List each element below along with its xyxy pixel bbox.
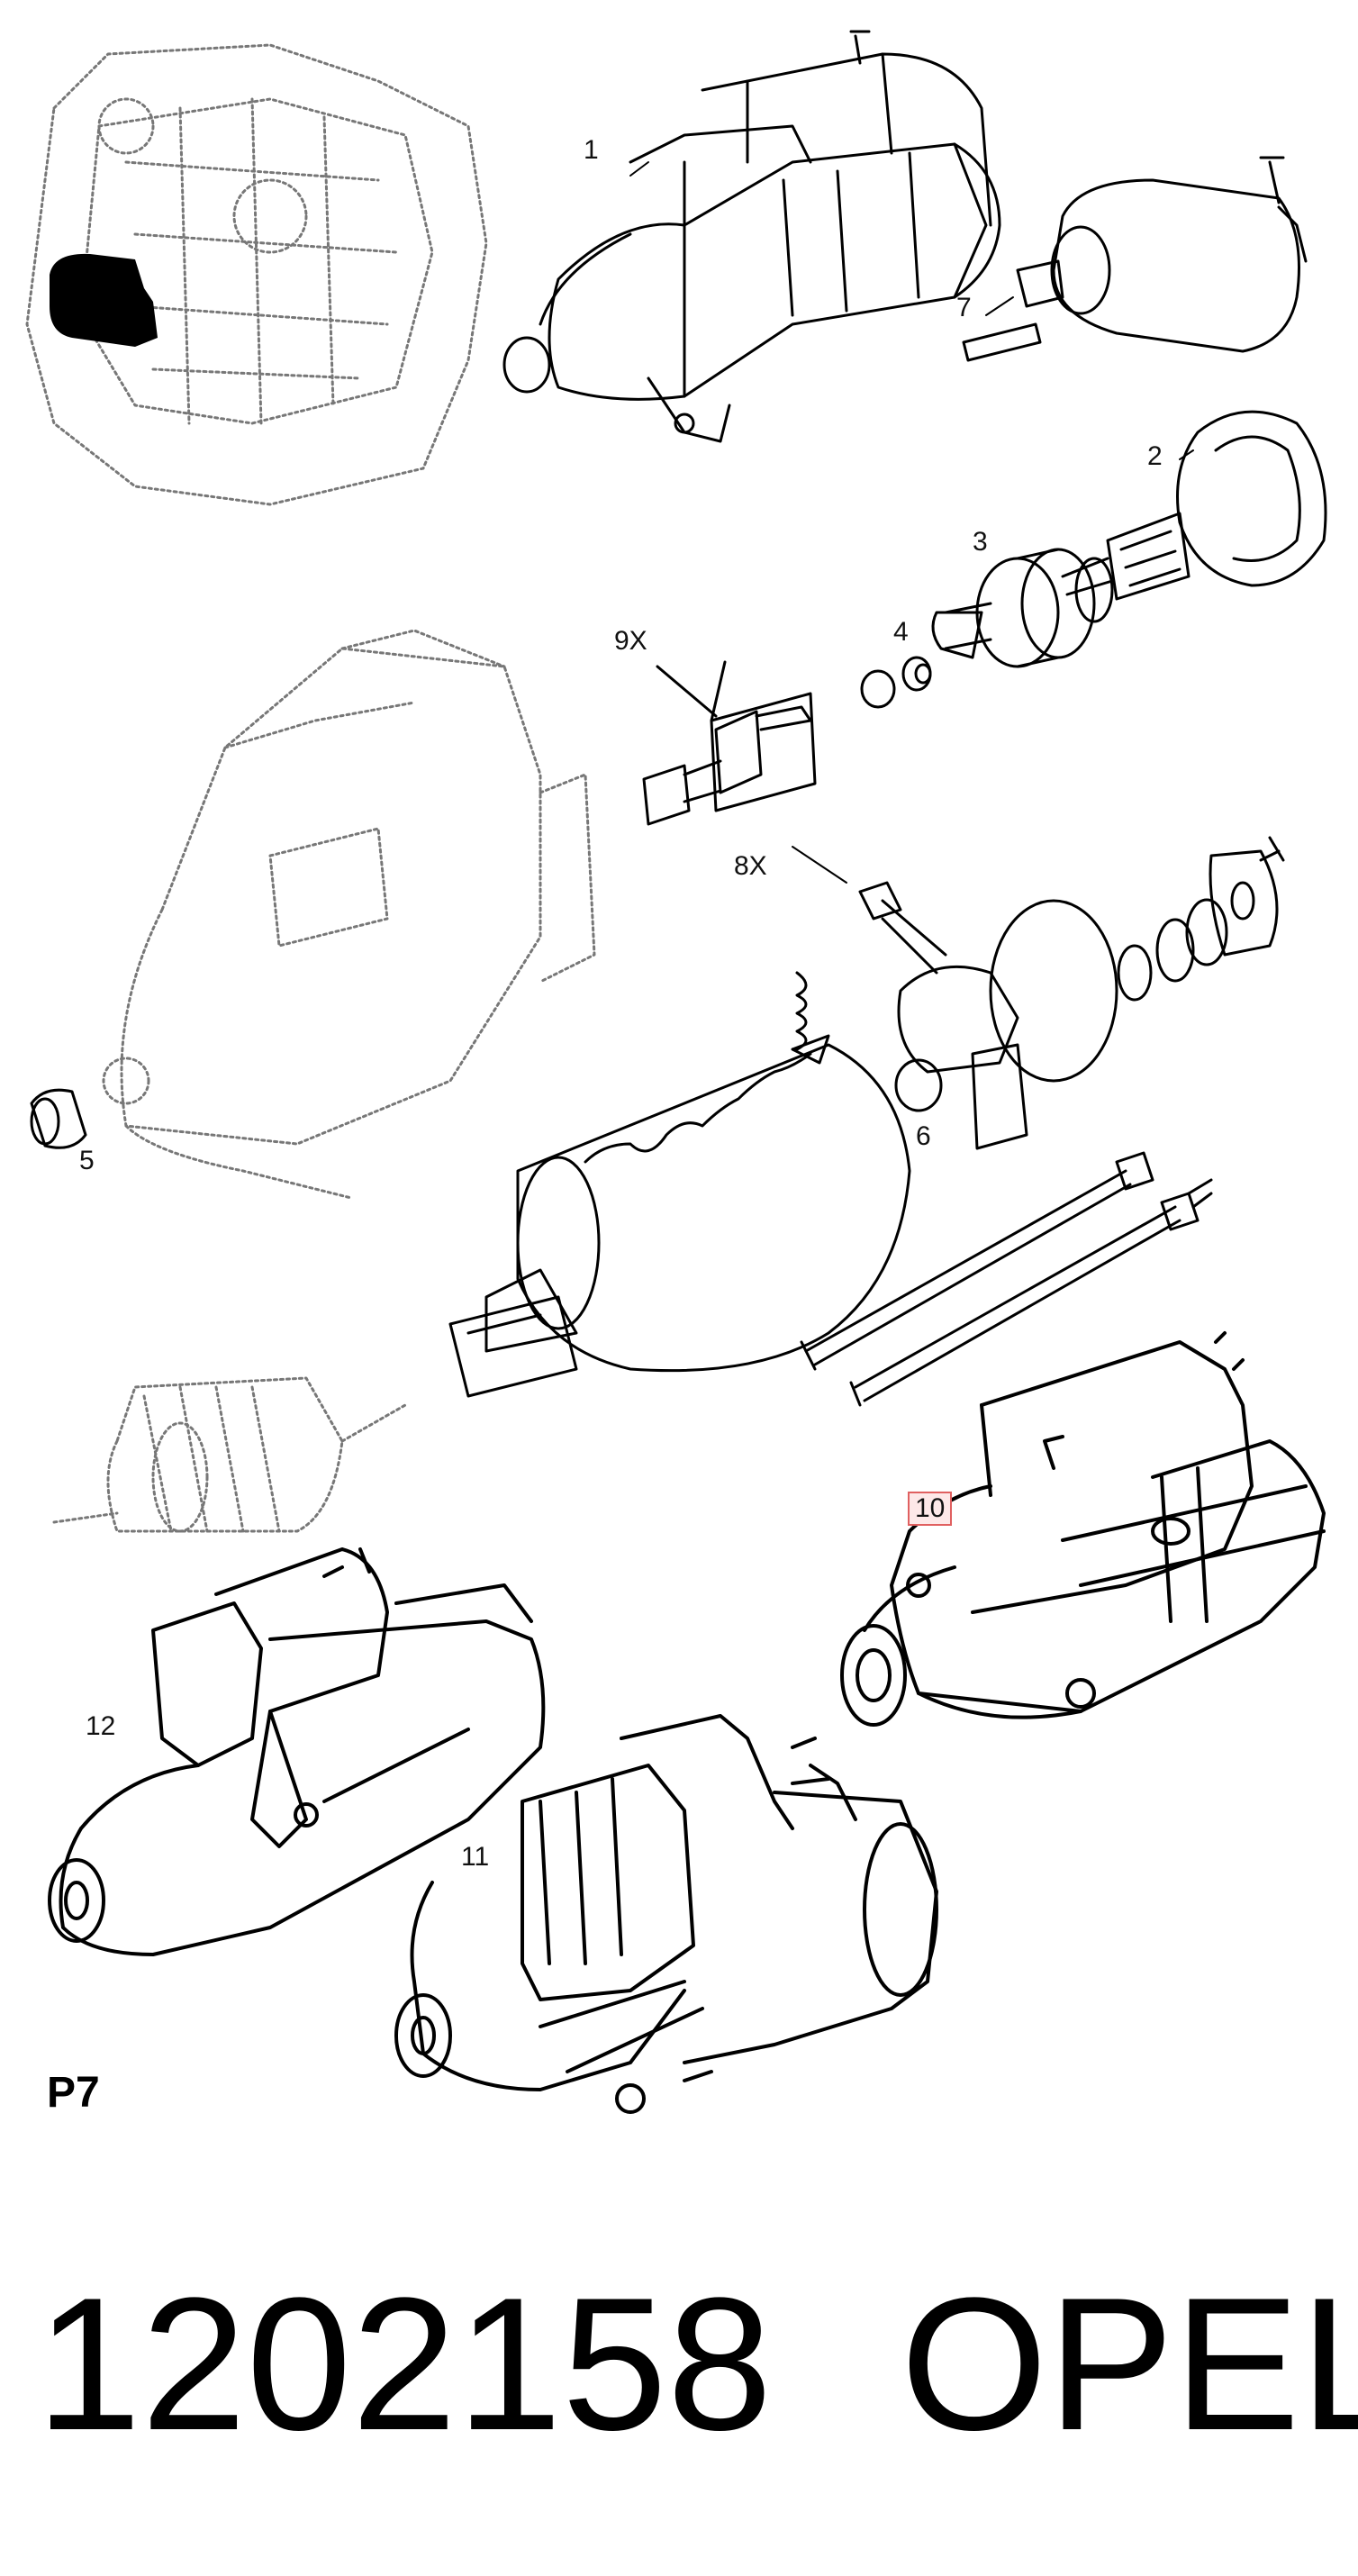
starter-outline-ghost: [102, 629, 596, 1200]
callout-5[interactable]: 5: [79, 1146, 95, 1175]
starter-item-11: [394, 1714, 938, 2114]
starter-item-10: [840, 1331, 1326, 1727]
starter-location-marker: [50, 253, 158, 347]
leader-lines: [629, 161, 1194, 884]
callout-4[interactable]: 4: [893, 617, 909, 647]
solenoid-switch: [962, 156, 1308, 362]
through-bolts: [800, 1151, 1213, 1407]
field-housing: [448, 1034, 911, 1398]
drive-bushings: [860, 656, 932, 709]
brush-holder-assembly: [795, 881, 1118, 1150]
page-reference: P7: [47, 2069, 100, 2117]
part-number: 1202158: [36, 2258, 773, 2470]
callout-2[interactable]: 2: [1147, 441, 1163, 471]
shims-and-washers: [1117, 836, 1285, 1002]
callout-7[interactable]: 7: [956, 293, 972, 322]
callout-6[interactable]: 6: [916, 1121, 931, 1151]
planetary-gear-housing: [1061, 410, 1327, 601]
brand-name: OPEL: [901, 2258, 1358, 2470]
bushing-5: [30, 1088, 87, 1149]
callout-1[interactable]: 1: [584, 135, 599, 165]
pinion-overrunning-clutch: [931, 548, 1114, 668]
relay-terminal: [642, 660, 817, 826]
callout-9x[interactable]: 9X: [614, 626, 647, 656]
starter-item-12: [48, 1547, 546, 1956]
engine-block-illustration: [25, 43, 488, 506]
callout-10-highlighted[interactable]: 10: [908, 1492, 953, 1526]
callout-12[interactable]: 12: [86, 1711, 116, 1741]
callout-11[interactable]: 11: [461, 1842, 490, 1872]
callout-3[interactable]: 3: [973, 527, 988, 557]
armature-ghost: [52, 1376, 407, 1533]
starter-motor-assembly: [502, 30, 1001, 443]
callout-8x[interactable]: 8X: [734, 851, 767, 881]
